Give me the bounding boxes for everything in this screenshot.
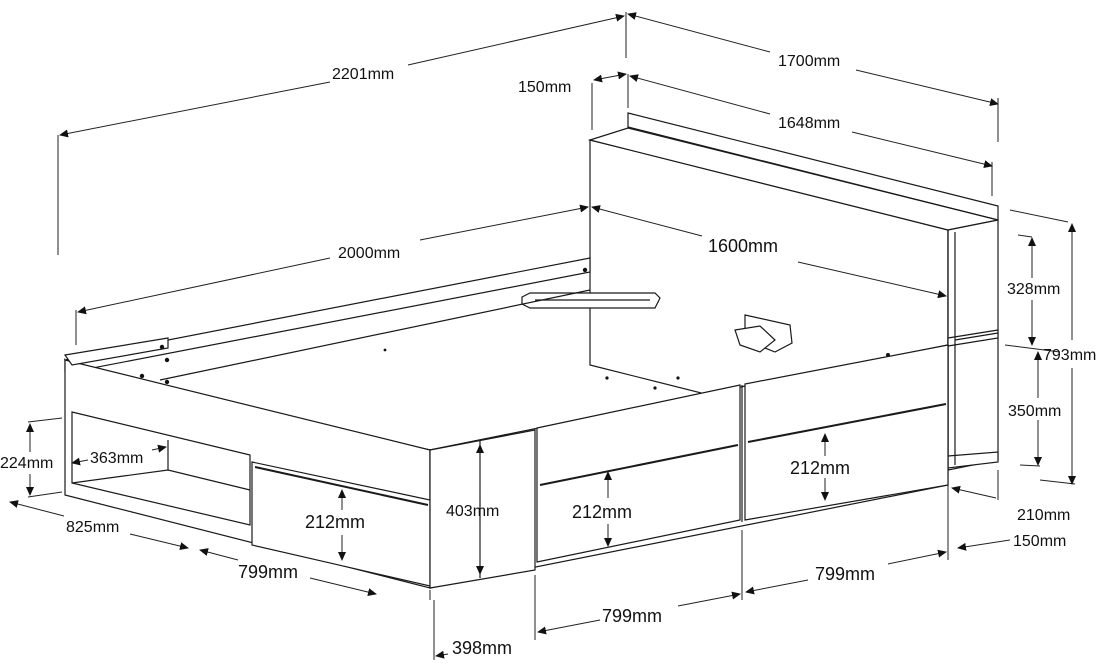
dimension-lines — [9, 12, 1076, 660]
label-total-length: 2201mm — [332, 66, 394, 83]
label-drawer-height-1: 212mm — [305, 512, 365, 532]
label-shelf-depth-2: 150mm — [1013, 533, 1066, 550]
label-side-compartment-height: 363mm — [90, 450, 143, 467]
label-shelf-upper-height: 328mm — [1007, 281, 1060, 298]
label-foot-depth: 398mm — [452, 638, 512, 658]
label-side-height: 224mm — [0, 455, 53, 472]
label-mattress-width: 1600mm — [708, 236, 778, 256]
dimension-labels: 2201mm 1700mm 150mm 1648mm 2000mm 1600mm… — [0, 53, 1096, 658]
label-drawer-height-2: 212mm — [572, 502, 632, 522]
label-drawer-width-1: 799mm — [238, 562, 298, 582]
label-shelf-depth: 210mm — [1017, 507, 1070, 524]
label-drawer-width-3: 799mm — [815, 564, 875, 584]
label-total-height: 793mm — [1043, 347, 1096, 364]
label-side-compartment-depth: 825mm — [66, 519, 119, 536]
label-shelf-lower-height: 350mm — [1008, 403, 1061, 420]
label-mattress-length: 2000mm — [338, 245, 400, 262]
label-drawer-height-3: 212mm — [790, 458, 850, 478]
bed-frame — [63, 257, 949, 589]
label-headboard-width: 1648mm — [778, 115, 840, 132]
label-bed-height: 403mm — [446, 503, 499, 520]
label-drawer-width-2: 799mm — [602, 606, 662, 626]
label-headboard-depth: 150mm — [518, 79, 571, 96]
label-total-width: 1700mm — [778, 53, 840, 70]
